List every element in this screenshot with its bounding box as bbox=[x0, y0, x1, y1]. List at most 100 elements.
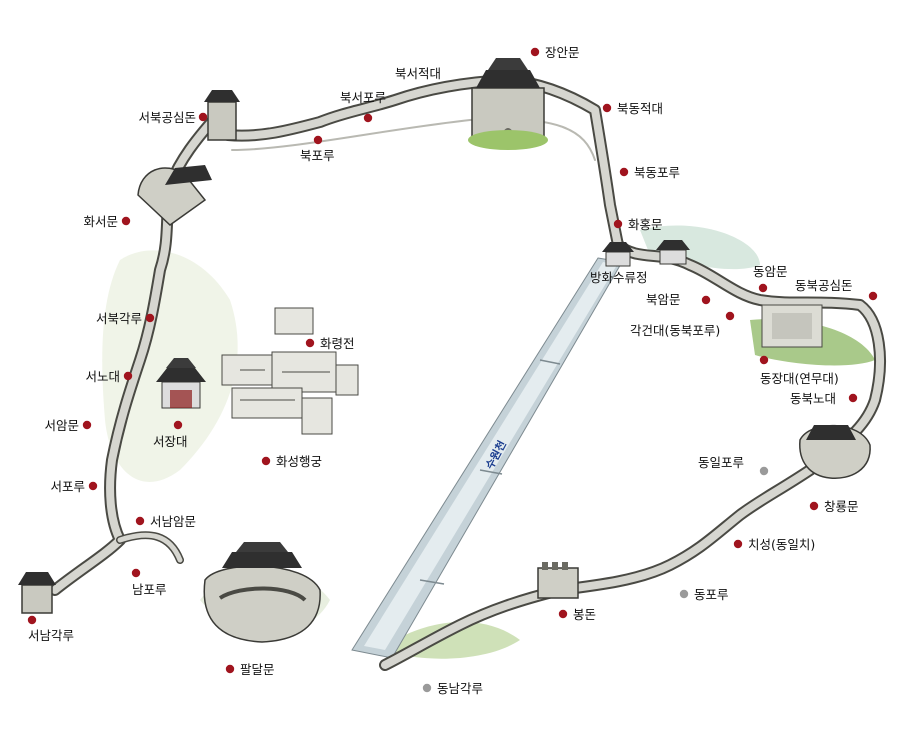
landmark-dot-bukseogongsimdon bbox=[198, 112, 208, 122]
landmark-seonodae: 서노대 bbox=[85, 369, 133, 384]
landmark-label-bugammun: 북암문 bbox=[646, 292, 681, 307]
landmark-dongilporu: 동일포루 bbox=[698, 455, 769, 476]
landmark-hwaryeongjeon: 화령전 bbox=[305, 336, 355, 351]
landmark-dot-paldalmun bbox=[225, 664, 235, 674]
landmark-label-bukseoporu: 북서포루 bbox=[340, 90, 386, 105]
landmark-dot-bukdongjeokdae bbox=[602, 103, 612, 113]
landmark-hwaseonghaenggung: 화성행궁 bbox=[261, 454, 322, 469]
landmark-bukdongjeokdae: 북동적대 bbox=[602, 101, 663, 116]
landmark-label-seonamammun: 서남암문 bbox=[150, 514, 196, 529]
landmark-bukseogongsimdon: 서북공심돈 bbox=[138, 110, 208, 125]
landmark-bukdongporu: 북동포루 bbox=[619, 165, 680, 180]
landmark-label-dongjangdae: 동장대(연무대) bbox=[760, 371, 839, 386]
landmark-seojangdae: 서장대 bbox=[153, 420, 188, 449]
landmark-label-gakgeondae: 각건대(동북포루) bbox=[630, 323, 720, 338]
landmark-dot-hwaseomun bbox=[121, 216, 131, 226]
landmark-label-bongdon: 봉돈 bbox=[573, 607, 596, 622]
landmark-dongbuknodae: 동북노대 bbox=[790, 391, 858, 406]
landmark-dot-bukdongporu bbox=[619, 167, 629, 177]
landmark-label-bukdongjeokdae: 북동적대 bbox=[617, 101, 663, 116]
landmark-seonamammun: 서남암문 bbox=[135, 514, 196, 529]
landmark-dot-gakgeondae bbox=[725, 311, 735, 321]
landmark-dot-dongnamgakru bbox=[422, 683, 432, 693]
landmark-label-seonodae: 서노대 bbox=[85, 369, 120, 384]
landmark-dongnamgakru: 동남각루 bbox=[422, 681, 483, 696]
seojangdae-pavilion bbox=[156, 358, 206, 409]
landmark-label-dongbukgongsimdon: 동북공심돈 bbox=[795, 278, 853, 293]
landmark-label-janganmun: 장안문 bbox=[545, 45, 580, 60]
landmark-label-seonamgakru: 서남각루 bbox=[28, 628, 74, 643]
landmark-dot-bukseoporu bbox=[363, 113, 373, 123]
landmark-label-seobukgakru: 서북각루 bbox=[96, 311, 142, 326]
landmark-label-namporu: 남포루 bbox=[132, 582, 167, 597]
landmark-dot-seonodae bbox=[123, 371, 133, 381]
landmark-label-hwaseomun: 화서문 bbox=[83, 214, 118, 229]
landmark-label-bukdongporu: 북동포루 bbox=[634, 165, 680, 180]
landmark-dongbukgongsimdon: 동북공심돈 bbox=[795, 278, 878, 301]
landmark-label-hwaseonghaenggung: 화성행궁 bbox=[276, 454, 322, 469]
landmark-label-seojangdae: 서장대 bbox=[153, 434, 188, 449]
dongjangdae-complex bbox=[761, 304, 823, 348]
seonamgakru-pavilion bbox=[18, 572, 56, 614]
landmark-dot-janganmun bbox=[530, 47, 540, 57]
landmark-label-paldalmun: 팔달문 bbox=[240, 662, 275, 677]
landmark-bongdon: 봉돈 bbox=[558, 607, 596, 622]
bongdon-beacon bbox=[537, 562, 579, 599]
landmark-dot-dongbuknodae bbox=[848, 393, 858, 403]
landmark-label-dongbuknodae: 동북노대 bbox=[790, 391, 836, 406]
changnyongmun-gate bbox=[799, 424, 871, 479]
landmark-changnyongmun: 창룡문 bbox=[809, 499, 859, 514]
landmark-dot-hwahongmun bbox=[613, 219, 623, 229]
landmark-seoammun: 서암문 bbox=[44, 418, 92, 433]
landmark-dot-seoporu bbox=[88, 481, 98, 491]
landmark-dot-dongilporu bbox=[759, 466, 769, 476]
landmark-dot-hwaseonghaenggung bbox=[261, 456, 271, 466]
landmark-dot-seonamgakru bbox=[27, 615, 37, 625]
landmark-label-dongporu: 동포루 bbox=[694, 587, 729, 602]
landmark-dot-bugammun bbox=[701, 295, 711, 305]
landmark-dot-changnyongmun bbox=[809, 501, 819, 511]
landmark-hwaseomun: 화서문 bbox=[83, 214, 131, 229]
hwaseomun-gate bbox=[137, 165, 212, 226]
landmark-label-dongilporu: 동일포루 bbox=[698, 455, 744, 470]
landmark-seobukgakru: 서북각루 bbox=[96, 311, 155, 326]
landmark-dongammun: 동암문 bbox=[753, 264, 788, 293]
landmark-label-dongammun: 동암문 bbox=[753, 264, 788, 279]
landmark-label-seoammun: 서암문 bbox=[44, 418, 79, 433]
landmark-dot-bukporu bbox=[313, 135, 323, 145]
landmark-label-bukseojeokdae: 북서적대 bbox=[395, 66, 441, 81]
seobukgongsimdon-tower bbox=[204, 90, 240, 141]
janganmun-gate bbox=[468, 58, 548, 150]
landmark-janganmun: 장안문 bbox=[530, 45, 580, 60]
landmark-bukseojeokdae: 북서적대 bbox=[395, 66, 441, 81]
landmark-label-seoporu: 서포루 bbox=[50, 479, 85, 494]
landmark-seoporu: 서포루 bbox=[50, 479, 98, 494]
landmark-label-bukporu: 북포루 bbox=[300, 148, 335, 163]
landmark-dot-dongammun bbox=[758, 283, 768, 293]
landmark-label-hwaryeongjeon: 화령전 bbox=[320, 336, 355, 351]
landmark-label-chiseong: 치성(동일치) bbox=[748, 537, 815, 552]
landmark-seonamgakru: 서남각루 bbox=[27, 615, 74, 643]
landmark-chiseong: 치성(동일치) bbox=[733, 537, 815, 552]
landmark-dot-dongjangdae bbox=[759, 355, 769, 365]
landmark-paldalmun: 팔달문 bbox=[225, 662, 275, 677]
landmark-label-changnyongmun: 창룡문 bbox=[824, 499, 859, 514]
landmark-dot-chiseong bbox=[733, 539, 743, 549]
landmark-dot-seoammun bbox=[82, 420, 92, 430]
landmark-gakgeondae: 각건대(동북포루) bbox=[630, 311, 735, 338]
landmark-label-hwahongmun: 화홍문 bbox=[628, 217, 663, 232]
landmark-dot-dongbukgongsimdon bbox=[868, 291, 878, 301]
landmark-dot-seobukgakru bbox=[145, 313, 155, 323]
landmark-dot-hwaryeongjeon bbox=[305, 338, 315, 348]
landmark-dongjangdae: 동장대(연무대) bbox=[759, 355, 839, 386]
landmark-label-bukseogongsimdon: 서북공심돈 bbox=[138, 110, 196, 125]
landmark-banghwasuryujeong: 방화수류정 bbox=[590, 270, 648, 285]
landmark-dot-namporu bbox=[131, 568, 141, 578]
landmark-label-dongnamgakru: 동남각루 bbox=[437, 681, 483, 696]
landmark-dot-seojangdae bbox=[173, 420, 183, 430]
hwaseong-haenggung-palace bbox=[221, 307, 359, 435]
landmark-bukporu: 북포루 bbox=[300, 135, 335, 163]
landmark-dongporu: 동포루 bbox=[679, 587, 729, 602]
